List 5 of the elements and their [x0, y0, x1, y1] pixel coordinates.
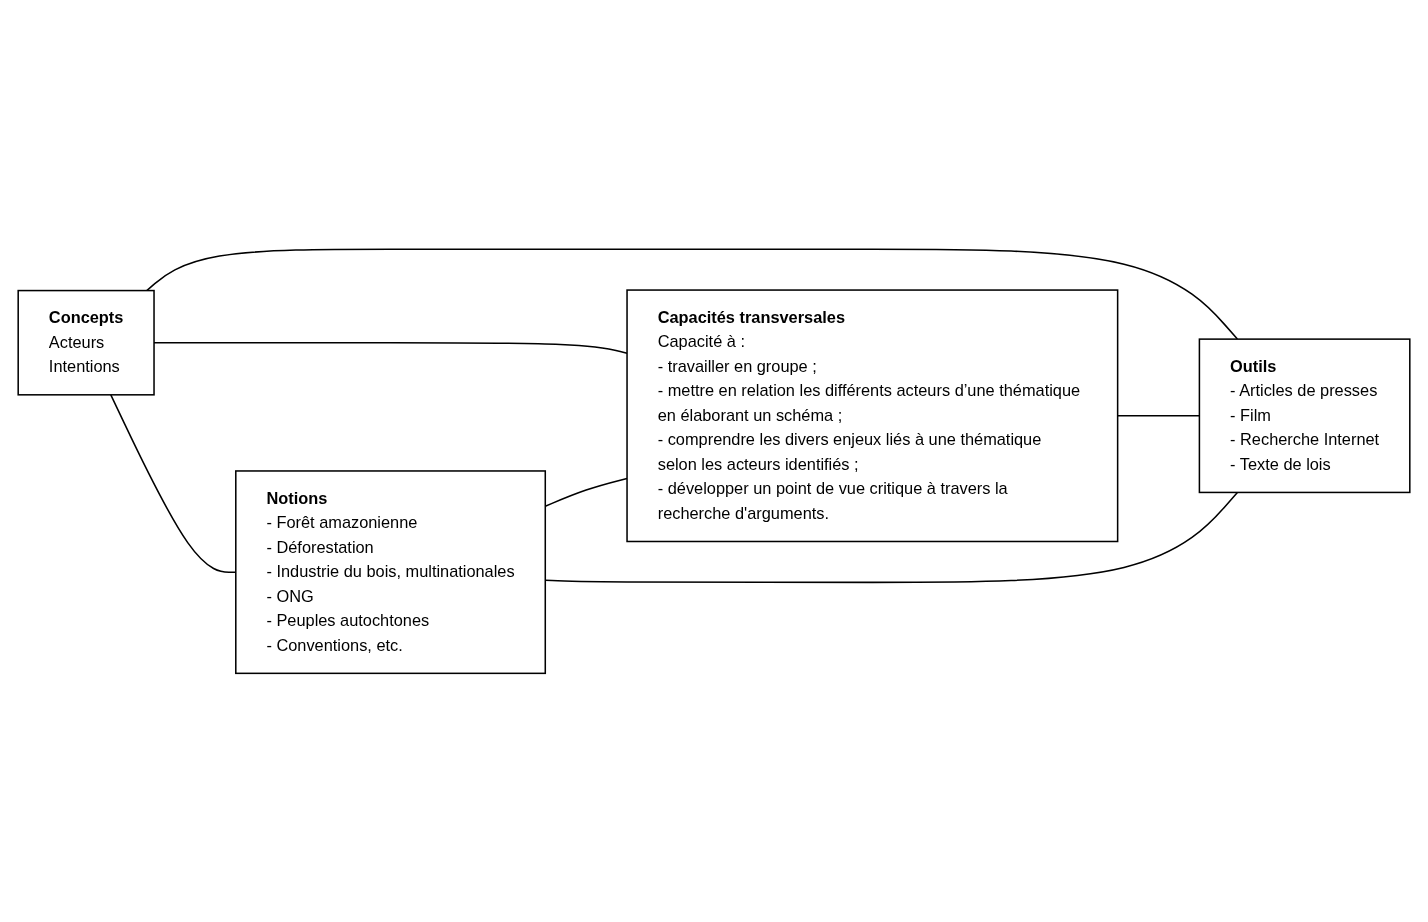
node-box: Notions - Forêt amazonienne - Déforestation - Industrie du bois, multinationales - ONG - Peuples autochtones - Conventions, etc. [235, 469, 547, 674]
node-box: Capacités transversales Capacité à : - travailler en groupe ; - mettre en relation les différents acteurs d’une thématique en élaborant un schéma ; - comprendre les divers enjeux liés à une thématique selon les acteurs identifiés ; - développer un point de vue critique à travers la recherche d'arguments. [626, 289, 1119, 542]
connector [146, 248, 1239, 340]
node-box: Concepts Acteurs Intentions [17, 289, 155, 396]
node-box: Outils - Articles de presses - Film - Recherche Internet - Texte de lois [1198, 338, 1411, 493]
